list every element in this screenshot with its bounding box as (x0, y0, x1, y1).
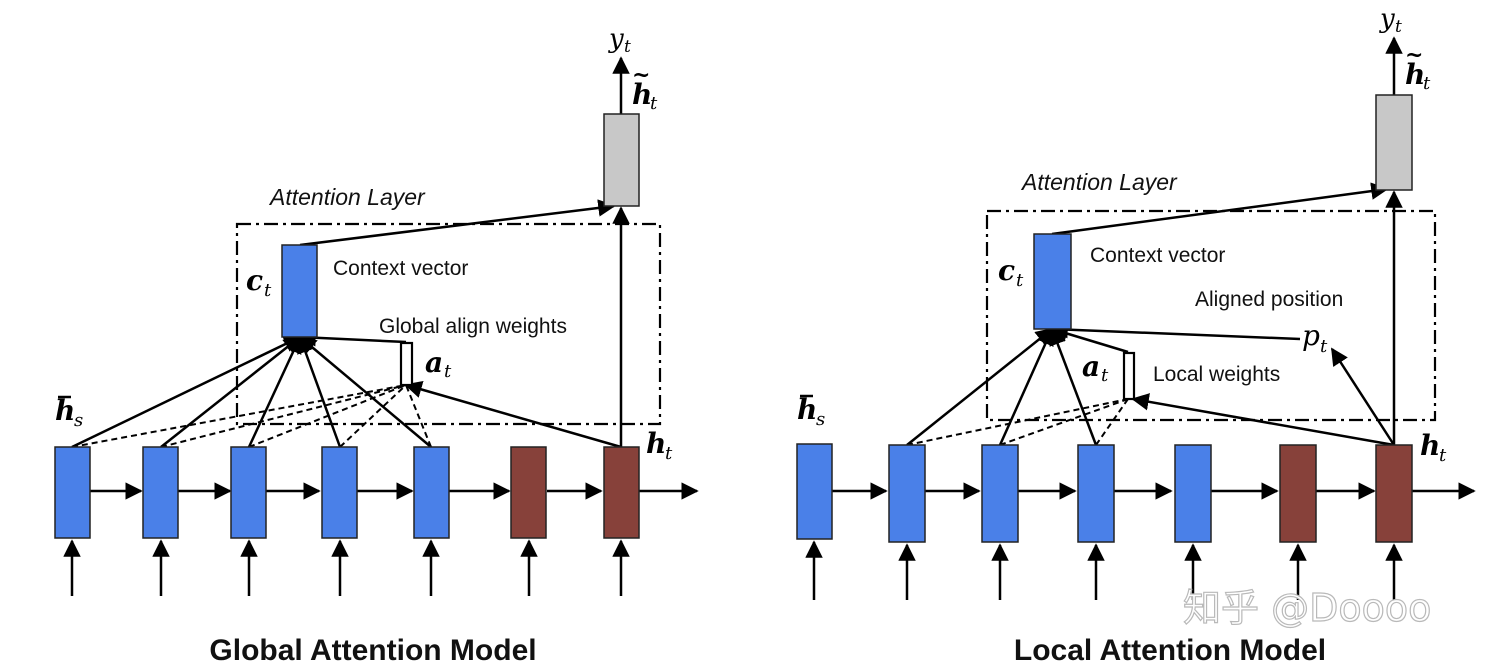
svg-text:t: t (1320, 336, 1328, 357)
svg-text:a: a (1082, 350, 1100, 383)
svg-text:c: c (998, 254, 1015, 287)
local-aligned-position-label: Aligned position (1195, 288, 1343, 311)
global-align-weights-vector (399, 341, 414, 387)
global-h-bar-s-label: h s (55, 394, 83, 431)
svg-text:t: t (624, 37, 631, 57)
svg-text:s: s (816, 409, 825, 430)
local-h-t-label: h t (1420, 429, 1447, 466)
svg-text:h: h (1420, 429, 1440, 462)
svg-text:h: h (646, 427, 666, 460)
local-weights-vector (1122, 351, 1136, 401)
global-context-lines (71, 56, 630, 449)
svg-text:c: c (246, 264, 263, 297)
global-attentional-hidden-state (603, 113, 640, 207)
global-y-t-label: y t (608, 24, 631, 57)
global-attention-panel: Attention Layer (54, 24, 699, 667)
svg-text:t: t (1016, 270, 1024, 291)
local-attention-layer-label: Attention Layer (1020, 169, 1178, 195)
global-encoder-cell (321, 446, 358, 539)
local-encoder-cell (888, 444, 926, 543)
local-input-arrows (805, 540, 1403, 600)
global-decoder-cell (510, 446, 547, 539)
local-a-t-label: a t (1082, 350, 1109, 386)
svg-text:y: y (608, 24, 624, 54)
local-encoder-cell (1174, 444, 1212, 543)
local-attention-panel: Attention Layer (796, 4, 1476, 667)
svg-text:t: t (1395, 17, 1402, 37)
local-decoder-cell (1279, 444, 1317, 543)
global-c-t-label: c t (246, 264, 272, 301)
svg-text:t: t (1439, 445, 1447, 466)
global-encoder-cell (54, 446, 91, 539)
global-encoder-cell (230, 446, 267, 539)
svg-text:h: h (55, 394, 75, 427)
local-attentional-hidden-state (1375, 94, 1413, 191)
svg-text:t: t (444, 361, 452, 382)
global-h-tilde-t-label: h ~ t (632, 62, 658, 114)
svg-text:p: p (1302, 319, 1320, 352)
local-attention-layer-box (985, 209, 1437, 422)
svg-text:t: t (665, 443, 673, 464)
svg-text:h: h (632, 78, 652, 111)
global-context-vector (281, 244, 318, 338)
global-title: Global Attention Model (209, 634, 536, 667)
svg-text:s: s (74, 410, 83, 431)
svg-text:t: t (1101, 365, 1109, 386)
local-title: Local Attention Model (1014, 634, 1326, 667)
svg-text:y: y (1379, 4, 1395, 34)
svg-text:h: h (797, 393, 817, 426)
svg-text:h: h (1405, 58, 1425, 91)
local-context-vector-label: Context vector (1090, 244, 1225, 267)
global-context-vector-label: Context vector (333, 257, 468, 280)
global-align-weights-label: Global align weights (379, 315, 567, 338)
global-h-t-label: h t (646, 427, 673, 464)
local-h-bar-s-label: h s (797, 393, 825, 430)
svg-text:~: ~ (632, 62, 650, 88)
local-align-dashed-lines (906, 398, 1129, 446)
local-context-vector (1033, 233, 1072, 330)
global-a-t-label: a t (425, 346, 452, 382)
global-attention-layer-label: Attention Layer (268, 184, 426, 210)
global-attention-layer-box (235, 222, 662, 426)
local-h-tilde-t-label: h ~ t (1405, 42, 1431, 94)
svg-text:~: ~ (1405, 42, 1423, 68)
svg-text:t: t (1423, 73, 1431, 94)
global-decoder-cell (603, 446, 640, 539)
global-encoder-cell (142, 446, 179, 539)
local-y-t-label: y t (1379, 4, 1402, 37)
local-encoder-cell (1077, 444, 1115, 543)
local-encoder-cell (796, 443, 833, 540)
local-context-lines (906, 36, 1403, 447)
svg-text:t: t (264, 280, 272, 301)
local-encoder-cell (981, 444, 1019, 543)
global-align-dashed-lines (71, 384, 432, 448)
global-input-arrows (63, 539, 630, 596)
svg-text:a: a (425, 346, 443, 379)
local-decoder-cell (1375, 444, 1413, 543)
svg-text:t: t (650, 93, 658, 114)
local-p-t-label: p t (1302, 319, 1328, 357)
global-encoder-cell (413, 446, 450, 539)
local-weights-label: Local weights (1153, 363, 1280, 386)
local-c-t-label: c t (998, 254, 1024, 291)
watermark: 知乎 @Doooo (1183, 586, 1431, 630)
